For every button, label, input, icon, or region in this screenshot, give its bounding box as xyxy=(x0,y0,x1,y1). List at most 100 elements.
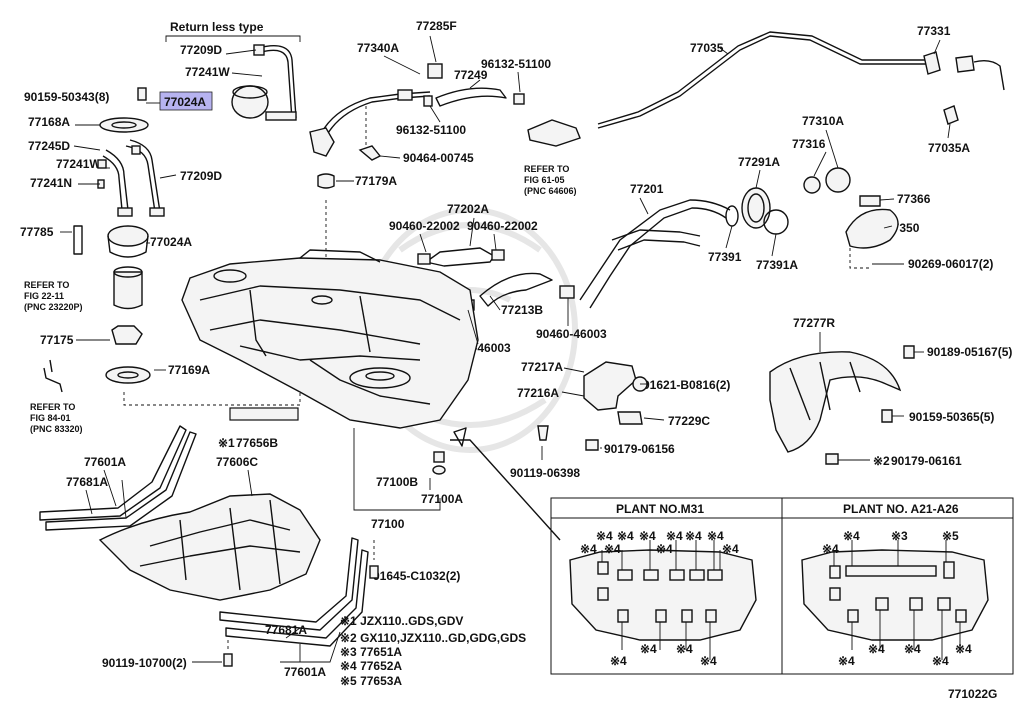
part-77179A[interactable]: 77179A xyxy=(355,174,397,188)
part-77100B[interactable]: 77100B xyxy=(376,475,418,489)
return-less-type-label: Return less type xyxy=(170,20,264,34)
plant-m31-title: PLANT NO.M31 xyxy=(616,502,704,516)
pad-77656B-shape xyxy=(229,407,299,421)
mark-2: ※2 xyxy=(873,454,890,468)
part-90269-06017[interactable]: 90269-06017(2) xyxy=(908,257,993,271)
a21-mark-4d: ※4 xyxy=(868,642,885,656)
part-91621-B0816[interactable]: 91621-B0816(2) xyxy=(643,378,730,392)
part-90460-22002-b[interactable]: 90460-22002 xyxy=(467,219,538,233)
part-77601A-bottom[interactable]: 77601A xyxy=(284,665,326,679)
part-77100A[interactable]: 77100A xyxy=(421,492,463,506)
refer-84-01-line2: FIG 84-01 xyxy=(30,413,71,423)
part-77601A-top[interactable]: 77601A xyxy=(84,455,126,469)
part-90159-50343[interactable]: 90159-50343(8) xyxy=(24,90,109,104)
part-77217A[interactable]: 77217A xyxy=(521,360,563,374)
part-77168A[interactable]: 77168A xyxy=(28,115,70,129)
part-77024A-highlighted[interactable]: 77024A xyxy=(164,95,206,109)
a21-mark-4f: ※4 xyxy=(932,654,949,668)
straps-shield-drawing xyxy=(39,425,379,667)
diagram-code: 771022G xyxy=(948,687,997,701)
m31-mark-g: ※4 xyxy=(580,542,597,556)
m31-mark-m: ※4 xyxy=(676,642,693,656)
part-77331[interactable]: 77331 xyxy=(917,24,951,38)
part-77316[interactable]: 77316 xyxy=(792,137,826,151)
m31-mark-h: ※4 xyxy=(604,542,621,556)
a21-mark-4a: ※4 xyxy=(843,529,860,543)
mark-1-77656B: ※1 xyxy=(218,436,235,450)
m31-mark-a: ※4 xyxy=(596,529,613,543)
fuel-tank-drawing xyxy=(181,217,575,429)
highlight-box xyxy=(159,91,213,111)
bracket-liner-drawing xyxy=(537,332,924,465)
m31-mark-j: ※4 xyxy=(722,542,739,556)
part-77209D-mid[interactable]: 77209D xyxy=(180,169,222,183)
part-77310A[interactable]: 77310A xyxy=(802,114,844,128)
part-90460-46003-a[interactable]: 90460-46003 xyxy=(536,327,607,341)
part-77291A[interactable]: 77291A xyxy=(738,155,780,169)
part-77241N[interactable]: 77241N xyxy=(30,176,72,190)
part-90179-06156[interactable]: 90179-06156 xyxy=(604,442,675,456)
part-77245D[interactable]: 77245D xyxy=(28,139,70,153)
m31-mark-f: ※4 xyxy=(707,529,724,543)
part-77035[interactable]: 77035 xyxy=(690,41,724,55)
m31-mark-d: ※4 xyxy=(666,529,683,543)
part-77277R[interactable]: 77277R xyxy=(793,316,835,330)
note-2: ※2 GX110,JZX110..GD,GDG,GDS xyxy=(340,631,526,645)
pump-group-drawing xyxy=(43,44,301,406)
part-77249[interactable]: 77249 xyxy=(454,68,488,82)
part-77606C[interactable]: 77606C xyxy=(216,455,258,469)
part-77213B[interactable]: 77213B xyxy=(501,303,543,317)
refer-61-05-line2: FIG 61-05 xyxy=(524,175,565,185)
part-90119-06398[interactable]: 90119-06398 xyxy=(510,466,580,480)
part-77785[interactable]: 77785 xyxy=(20,225,54,239)
part-77391[interactable]: 77391 xyxy=(708,250,742,264)
part-77285F[interactable]: 77285F xyxy=(416,19,457,33)
part-77229C[interactable]: 77229C xyxy=(668,414,710,428)
a21-mark-4g: ※4 xyxy=(955,642,972,656)
part-77024A[interactable]: 77024A xyxy=(150,235,192,249)
part-77681A-top[interactable]: 77681A xyxy=(66,475,108,489)
part-91645-C1032[interactable]: 91645-C1032(2) xyxy=(373,569,460,583)
refer-61-05-line3: (PNC 64606) xyxy=(524,186,577,196)
part-77241W-top[interactable]: 77241W xyxy=(185,65,230,79)
m31-mark-b: ※4 xyxy=(617,529,634,543)
part-77175[interactable]: 77175 xyxy=(40,333,74,347)
part-90189-05167[interactable]: 90189-05167(5) xyxy=(927,345,1012,359)
part-77366[interactable]: 77366 xyxy=(897,192,931,206)
refer-22-11-line2: FIG 22-11 xyxy=(24,291,64,301)
refer-22-11-line3: (PNC 23220P) xyxy=(24,302,83,312)
part-77209D-top[interactable]: 77209D xyxy=(180,43,222,57)
note-1: ※1 JZX110..GDS,GDV xyxy=(340,614,463,628)
part-90159-50365[interactable]: 90159-50365(5) xyxy=(909,410,994,424)
part-77216A[interactable]: 77216A xyxy=(517,386,559,400)
part-96132-51100-b[interactable]: 96132-51100 xyxy=(396,123,466,137)
part-90464-00745[interactable]: 90464-00745 xyxy=(403,151,474,165)
part-96132-51100-a[interactable]: 96132-51100 xyxy=(481,57,551,71)
note-4: ※4 77652A xyxy=(340,659,402,673)
part-77340A[interactable]: 77340A xyxy=(357,41,399,55)
part-77241W-mid[interactable]: 77241W xyxy=(56,157,101,171)
a21-mark-3: ※3 xyxy=(891,529,908,543)
refer-84-01-line1: REFER TO xyxy=(30,402,75,412)
note-3: ※3 77651A xyxy=(340,645,402,659)
part-77169A[interactable]: 77169A xyxy=(168,363,210,377)
part-90119-10700[interactable]: 90119-10700(2) xyxy=(102,656,187,670)
part-90460-22002-a[interactable]: 90460-22002 xyxy=(389,219,460,233)
a21-mark-5: ※5 xyxy=(942,529,959,543)
part-77656B[interactable]: 77656B xyxy=(236,436,278,450)
part-77391A[interactable]: 77391A xyxy=(756,258,798,272)
a21-mark-4e: ※4 xyxy=(904,642,921,656)
tank-callout-lines xyxy=(353,427,561,541)
part-77202A[interactable]: 77202A xyxy=(447,202,489,216)
m31-mark-i: ※4 xyxy=(656,542,673,556)
part-77100[interactable]: 77100 xyxy=(371,517,405,531)
filler-neck-drawing xyxy=(527,31,1005,309)
m31-mark-e: ※4 xyxy=(685,529,702,543)
part-90179-06161[interactable]: 90179-06161 xyxy=(891,454,962,468)
refer-84-01-line3: (PNC 83320) xyxy=(30,424,83,434)
part-77201[interactable]: 77201 xyxy=(630,182,664,196)
part-77035A[interactable]: 77035A xyxy=(928,141,970,155)
m31-mark-c: ※4 xyxy=(639,529,656,543)
m31-mark-n: ※4 xyxy=(700,654,717,668)
